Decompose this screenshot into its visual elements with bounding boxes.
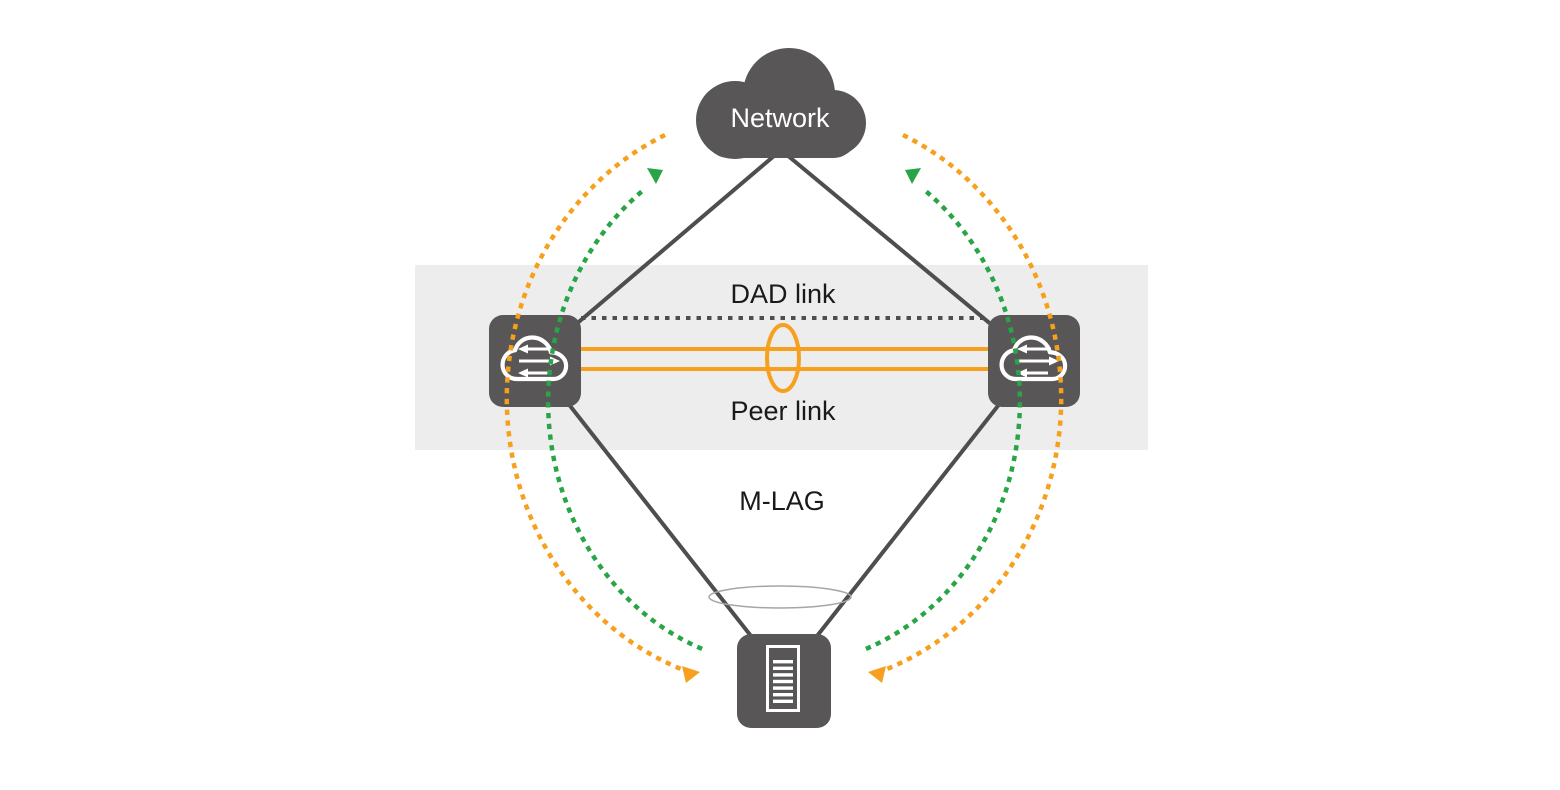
upstream-arrowhead-left bbox=[647, 168, 663, 184]
router-switch-icon bbox=[999, 335, 1068, 382]
network-label: Network bbox=[730, 103, 830, 133]
upstream-arc-left bbox=[545, 184, 703, 651]
server-chassis bbox=[766, 645, 800, 712]
arrow-right-mid-head bbox=[1049, 356, 1059, 366]
cloud-icon bbox=[696, 48, 866, 159]
network-cloud bbox=[696, 48, 866, 159]
upstream-arc-right bbox=[865, 184, 1023, 651]
switch-right bbox=[988, 315, 1080, 407]
upstream-arrowhead-right bbox=[905, 168, 921, 184]
downlink-left-line bbox=[532, 358, 786, 680]
downstream-arc-right bbox=[879, 132, 1064, 674]
server-icon bbox=[766, 645, 800, 712]
peer-link-bundle-ellipse bbox=[765, 323, 801, 393]
switch-left bbox=[489, 315, 581, 407]
mlag-label: M-LAG bbox=[739, 486, 825, 516]
downstream-arrowhead-left bbox=[682, 666, 700, 683]
dad-link-label: DAD link bbox=[730, 279, 836, 309]
downstream-arc-left bbox=[504, 132, 689, 674]
downstream-arrowhead-right bbox=[868, 666, 886, 683]
server bbox=[737, 634, 831, 728]
switch-cloud-outline bbox=[500, 335, 569, 382]
mlag-bundle-ellipse bbox=[708, 585, 852, 609]
arrow-left-bottom-head bbox=[518, 368, 528, 378]
arrow-left-bottom-head bbox=[1017, 368, 1027, 378]
arrow-left-top-head bbox=[1017, 344, 1027, 354]
peer-link-label: Peer link bbox=[730, 396, 836, 426]
arrow-left-top-head bbox=[518, 344, 528, 354]
downlink-right-line bbox=[782, 358, 1036, 680]
switch-cloud-outline bbox=[999, 335, 1068, 382]
